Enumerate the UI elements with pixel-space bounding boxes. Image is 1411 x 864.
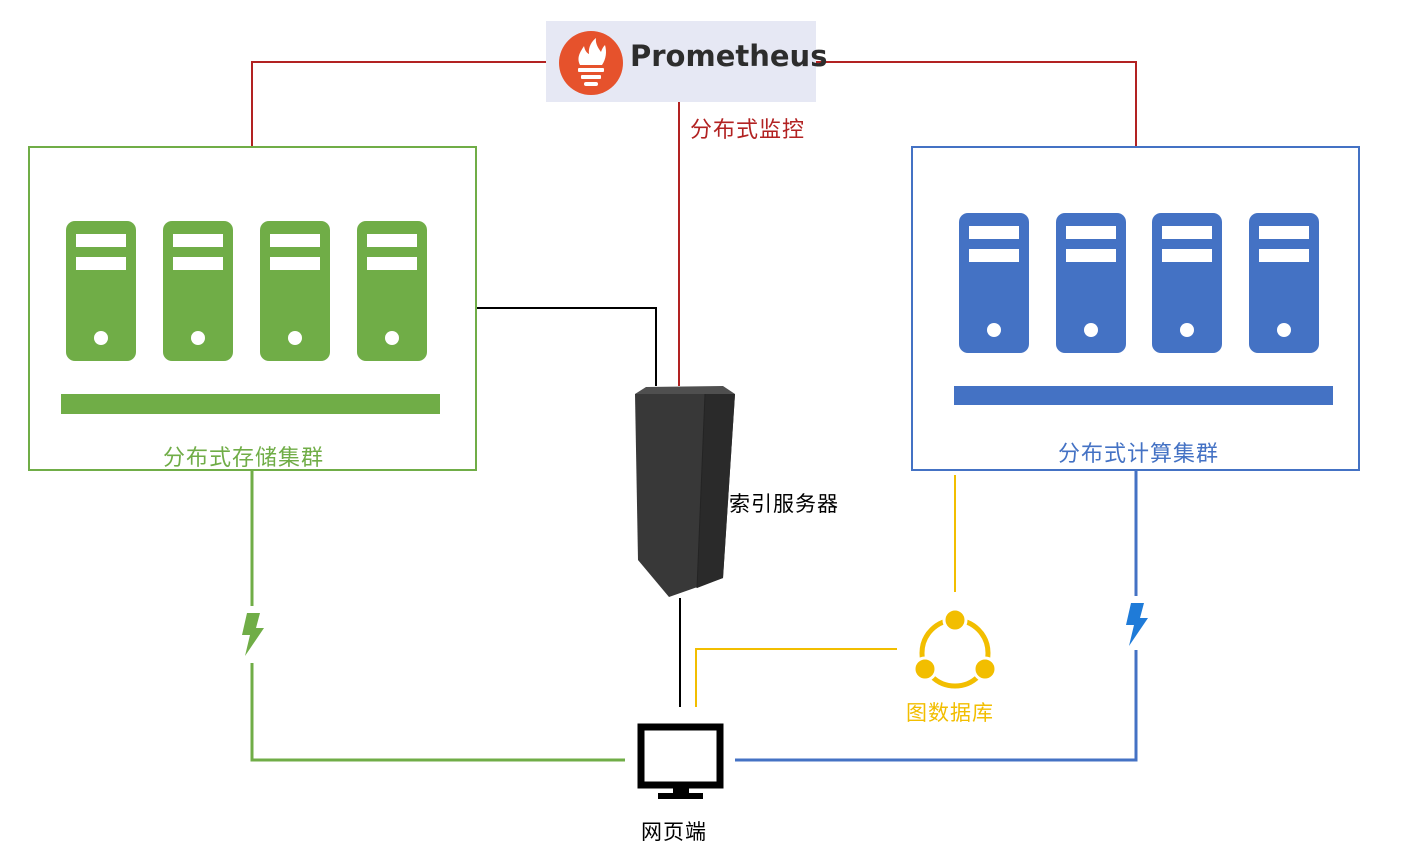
monitor-link-storage — [251, 61, 546, 147]
prometheus-title: Prometheus — [630, 39, 828, 73]
compute-to-web-link — [735, 471, 1138, 762]
prometheus-flame-icon — [559, 31, 623, 95]
compute-cluster-label: 分布式计算集群 — [1058, 442, 1220, 467]
share-network-icon — [912, 607, 998, 689]
index-server-label: 索引服务器 — [729, 492, 839, 516]
storage-cluster-bar — [61, 394, 440, 414]
server-icon — [1249, 213, 1319, 353]
server-icon — [1056, 213, 1126, 353]
monitoring-label: 分布式监控 — [690, 118, 806, 143]
compute-cluster-bar — [954, 386, 1333, 405]
monitor-icon — [637, 723, 724, 799]
index-connectors — [476, 307, 681, 707]
storage-cluster — [28, 146, 477, 471]
storage-cluster-label: 分布式存储集群 — [163, 446, 325, 471]
server-icon — [959, 213, 1029, 353]
graphdb-connectors — [695, 475, 956, 707]
monitoring-connectors — [251, 61, 1137, 386]
server-icon — [66, 221, 136, 361]
server-rack-icon — [635, 386, 735, 597]
lightning-icon — [242, 613, 264, 656]
web-client-label: 网页端 — [641, 820, 707, 844]
server-icon — [1152, 213, 1222, 353]
prometheus-box: Prometheus — [546, 21, 827, 102]
monitor-link-compute — [816, 61, 1137, 147]
graph-db-label: 图数据库 — [906, 701, 994, 725]
server-icon — [260, 221, 330, 361]
server-icon — [163, 221, 233, 361]
storage-to-index-link — [476, 307, 657, 386]
lightning-icon — [1126, 603, 1148, 646]
server-icon — [357, 221, 427, 361]
compute-cluster — [911, 146, 1360, 471]
storage-to-web-link — [250, 471, 625, 762]
graphdb-to-web-link — [695, 648, 897, 707]
